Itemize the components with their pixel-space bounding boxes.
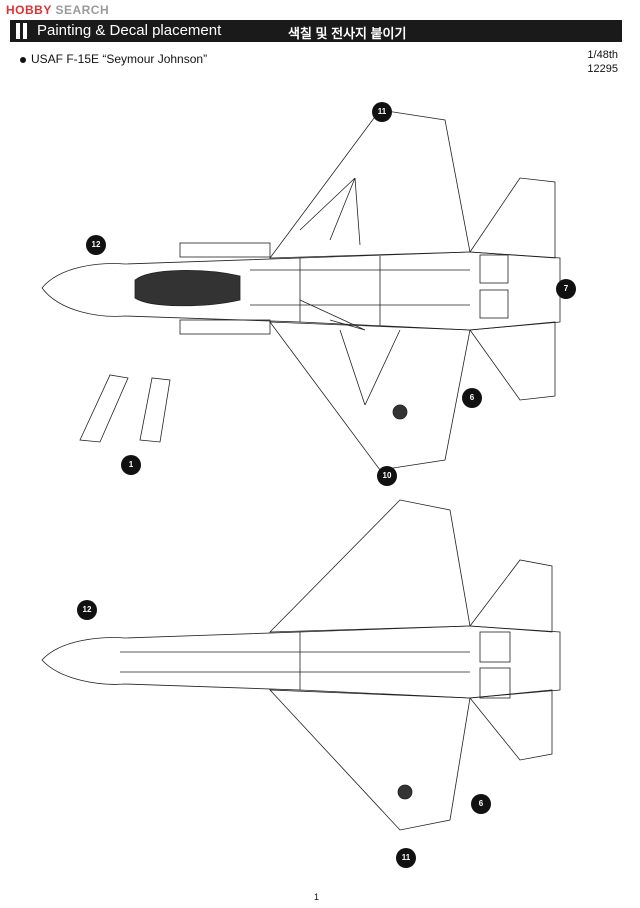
callout-marker: 6 [462,388,482,408]
callout-marker: 11 [396,848,416,868]
callout-marker: 11 [372,102,392,122]
section-bars-icon [16,23,28,39]
watermark: HOBBY SEARCH [6,3,110,17]
section-header: Painting & Decal placement 색칠 및 전사지 붙이기 [10,20,622,42]
callout-marker: 10 [377,466,397,486]
callout-marker: 12 [77,600,97,620]
callout-marker: 12 [86,235,106,255]
kit-scale-info: 1/48th 12295 [587,48,618,76]
bottom-view-aircraft [41,404,561,831]
callout-marker: 6 [471,794,491,814]
kit-number: 12295 [587,63,618,75]
aircraft-subtitle: USAF F-15E “Seymour Johnson” [20,52,207,66]
top-view-aircraft [41,109,561,471]
page-title: Painting & Decal placement [37,22,222,39]
callout-marker: 1 [121,455,141,475]
callout-marker: 7 [556,279,576,299]
ejection-seat-details [79,374,171,443]
bullet-icon [20,56,26,63]
page-number: 1 [314,892,320,902]
page-title-korean: 색칠 및 전사지 붙이기 [288,26,407,41]
scale-ratio: 1/48th [587,49,618,61]
